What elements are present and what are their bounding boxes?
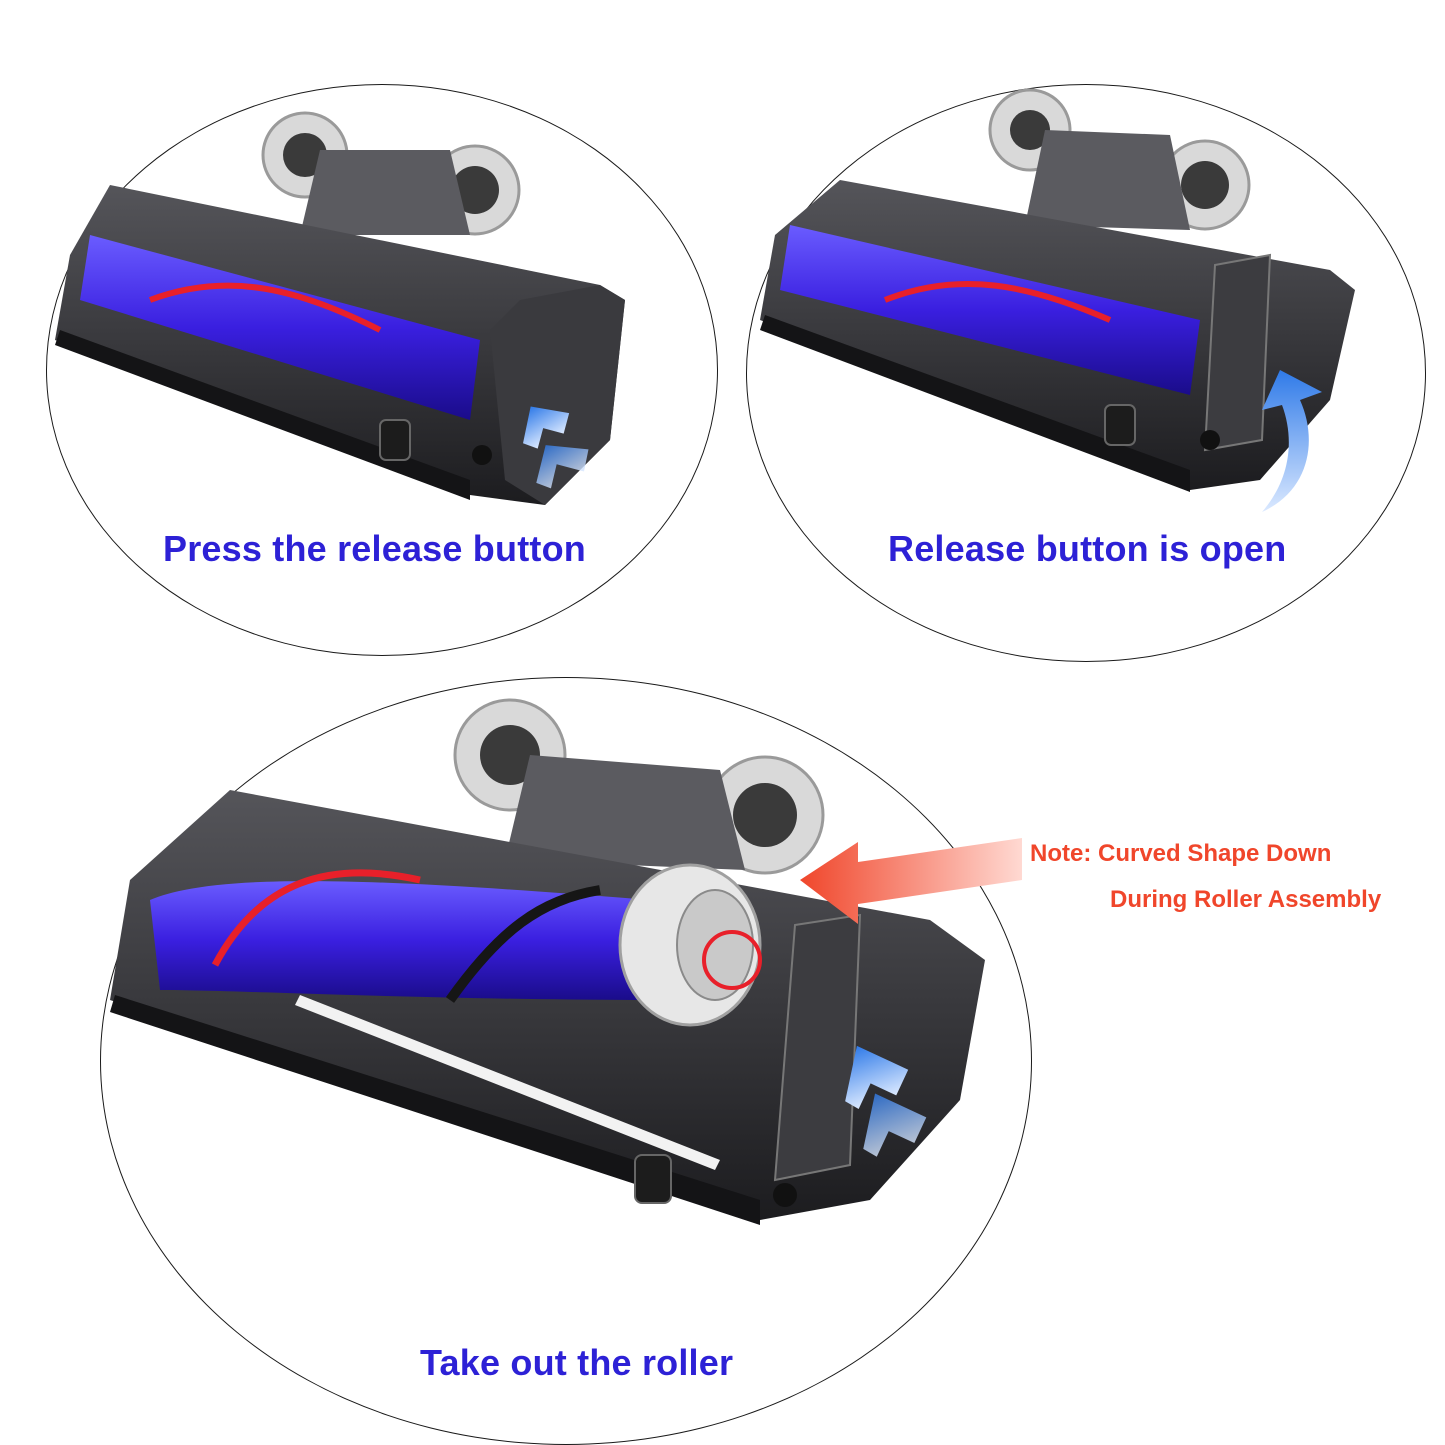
step-1-vacuum-head — [55, 111, 625, 505]
step-3-vacuum-head — [110, 698, 985, 1225]
step-2-vacuum-head — [760, 88, 1355, 492]
step-1-caption: Press the release button — [163, 528, 586, 569]
curved-arrow-up-icon — [1262, 370, 1322, 512]
note-line-1: Note: Curved Shape Down — [1030, 840, 1332, 867]
chevron-double-up-icon — [523, 406, 589, 489]
chevron-double-up-icon — [845, 1045, 927, 1157]
arrow-left-icon — [800, 838, 1022, 924]
step-3-caption: Take out the roller — [420, 1342, 734, 1383]
note-line-2: During Roller Assembly — [1110, 886, 1382, 913]
step-2-caption: Release button is open — [888, 528, 1287, 569]
